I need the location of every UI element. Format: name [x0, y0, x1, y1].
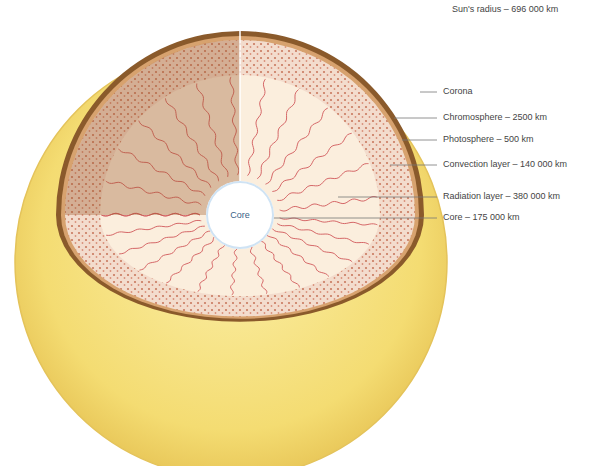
core-name: Core: [230, 210, 250, 220]
cut-face-shade: [65, 40, 240, 215]
layer-label: Photosphere – 500 km: [443, 134, 608, 145]
layer-label: Corona: [443, 86, 603, 97]
radius-note: Sun's radius – 696 000 km: [452, 4, 610, 15]
radiation-wave: [247, 79, 265, 176]
layer-label: Radiation layer – 380 000 km: [443, 191, 608, 202]
radiation-wave: [272, 133, 351, 191]
layer-label: Convection layer – 140 000 km: [443, 159, 608, 170]
radiation-wave: [280, 218, 378, 225]
radiation-wave: [272, 229, 352, 262]
layer-label: Chromosphere – 2500 km: [443, 112, 608, 123]
radiation-wave: [280, 196, 378, 211]
radiation-wave: [119, 226, 205, 254]
radiation-wave: [257, 90, 298, 179]
core-circle: Core: [206, 181, 274, 249]
cutaway: [56, 31, 424, 322]
radiation-wave: [277, 164, 368, 201]
radiation-wave: [166, 235, 218, 283]
leader-lines: [264, 92, 437, 218]
chromosphere-rim: [56, 31, 424, 322]
radiation-wave: [265, 233, 328, 277]
radiation-wave: [198, 237, 228, 291]
layer-label: Core – 175 000 km: [443, 212, 608, 223]
radiation-wave: [106, 220, 201, 235]
radiation-wave: [277, 224, 369, 245]
